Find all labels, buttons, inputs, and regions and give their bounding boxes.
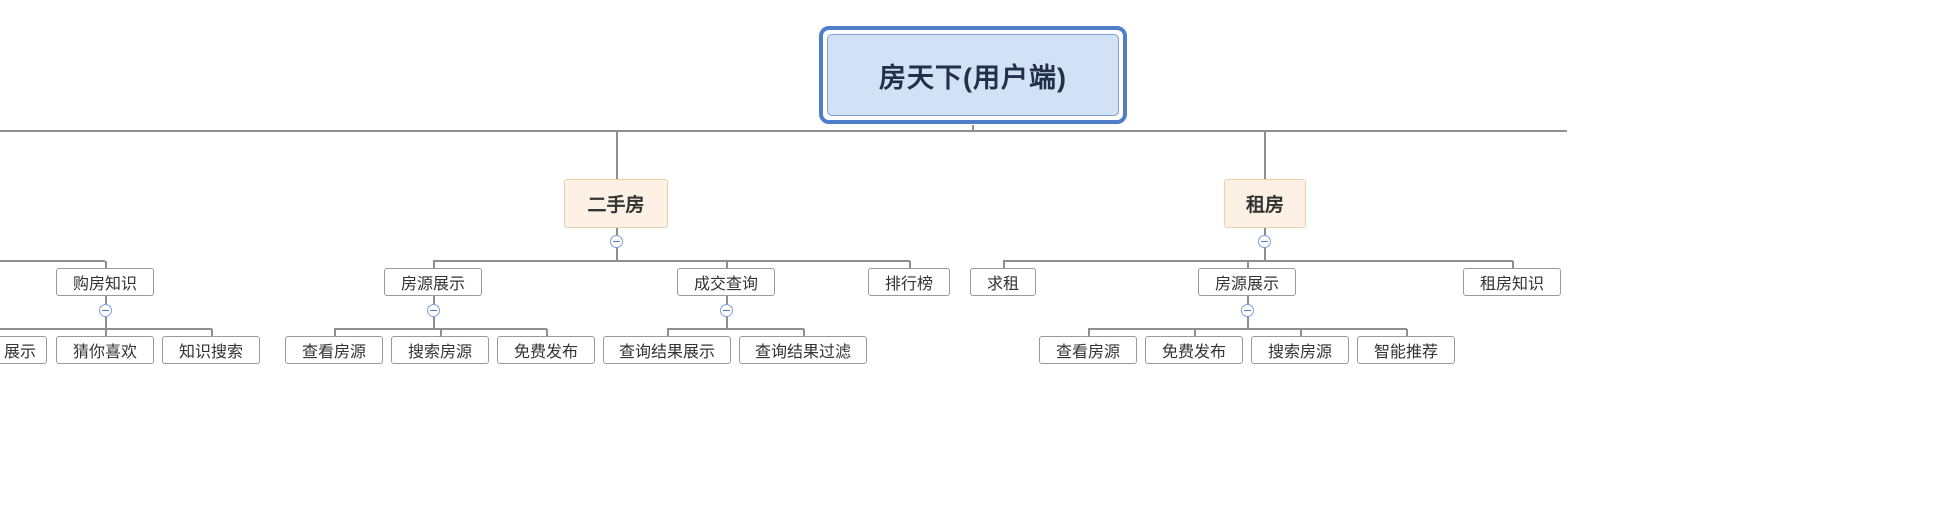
connector-line xyxy=(1264,131,1266,179)
connector-line xyxy=(440,329,442,336)
node-free-post-secondhand[interactable]: 免费发布 xyxy=(497,336,595,364)
connector-line xyxy=(1300,329,1302,336)
collapse-minus-icon[interactable] xyxy=(1258,235,1271,248)
node-deal-query[interactable]: 成交查询 xyxy=(677,268,775,296)
node-renting[interactable]: 租房 xyxy=(1224,179,1306,228)
connector-line xyxy=(211,329,213,336)
node-search-listings-rent[interactable]: 搜索房源 xyxy=(1251,336,1349,364)
node-query-result-display[interactable]: 查询结果展示 xyxy=(603,336,731,364)
connector-line xyxy=(546,329,548,336)
node-rent-seeking[interactable]: 求租 xyxy=(970,268,1036,296)
collapse-minus-icon[interactable] xyxy=(720,304,733,317)
connector-line xyxy=(1088,329,1090,336)
connector-line xyxy=(334,329,336,336)
collapse-minus-icon[interactable] xyxy=(1241,304,1254,317)
connector-line xyxy=(1088,328,1407,330)
connector-line xyxy=(105,329,107,336)
node-view-listings-rent[interactable]: 查看房源 xyxy=(1039,336,1137,364)
connector-line xyxy=(1194,329,1196,336)
connector-line xyxy=(667,329,669,336)
connector-line xyxy=(1406,329,1408,336)
connector-line xyxy=(0,328,212,330)
connector-line xyxy=(1003,261,1005,268)
connector-line xyxy=(803,329,805,336)
node-view-listings-secondhand[interactable]: 查看房源 xyxy=(285,336,383,364)
collapse-minus-icon[interactable] xyxy=(610,235,623,248)
connector-line xyxy=(1003,260,1513,262)
node-search-listings-secondhand[interactable]: 搜索房源 xyxy=(391,336,489,364)
connector-line xyxy=(667,328,804,330)
node-free-post-rent[interactable]: 免费发布 xyxy=(1145,336,1243,364)
node-ranking-list[interactable]: 排行榜 xyxy=(868,268,950,296)
root-node-label: 房天下(用户端) xyxy=(827,34,1119,116)
connector-line xyxy=(433,260,910,262)
root-node[interactable]: 房天下(用户端) xyxy=(819,26,1127,124)
node-buying-knowledge[interactable]: 购房知识 xyxy=(56,268,154,296)
connector-line xyxy=(334,328,547,330)
connector-line xyxy=(1247,261,1249,268)
node-renting-knowledge[interactable]: 租房知识 xyxy=(1463,268,1561,296)
node-listing-display-secondhand[interactable]: 房源展示 xyxy=(384,268,482,296)
node-smart-recommend[interactable]: 智能推荐 xyxy=(1357,336,1455,364)
connector-main-rail xyxy=(0,130,1567,132)
connector-line xyxy=(616,131,618,179)
connector-line xyxy=(0,260,105,262)
collapse-minus-icon[interactable] xyxy=(99,304,112,317)
connector-line xyxy=(105,261,107,268)
node-display-cutoff[interactable]: 展示 xyxy=(0,336,47,364)
connector-line xyxy=(726,261,728,268)
node-listing-display-rent[interactable]: 房源展示 xyxy=(1198,268,1296,296)
node-knowledge-search[interactable]: 知识搜索 xyxy=(162,336,260,364)
node-guess-you-like[interactable]: 猜你喜欢 xyxy=(56,336,154,364)
node-query-result-filter[interactable]: 查询结果过滤 xyxy=(739,336,867,364)
node-second-hand-housing[interactable]: 二手房 xyxy=(564,179,668,228)
connector-line xyxy=(909,261,911,268)
connector-root-drop xyxy=(972,125,974,131)
connector-line xyxy=(433,261,435,268)
collapse-minus-icon[interactable] xyxy=(427,304,440,317)
connector-line xyxy=(1512,261,1514,268)
